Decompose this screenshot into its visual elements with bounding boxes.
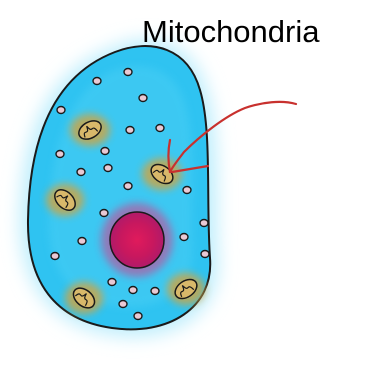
granule xyxy=(201,251,209,258)
granule xyxy=(129,287,137,294)
granule xyxy=(104,165,112,172)
granule xyxy=(101,148,109,155)
granule xyxy=(156,125,164,132)
granule xyxy=(56,151,64,158)
granule xyxy=(139,95,147,102)
granule xyxy=(108,279,116,286)
granule xyxy=(134,313,142,320)
granule xyxy=(126,127,134,134)
granule xyxy=(100,210,108,217)
granule xyxy=(51,253,59,260)
granule xyxy=(124,183,132,190)
granule xyxy=(119,301,127,308)
granule xyxy=(151,288,159,295)
granule xyxy=(78,238,86,245)
granule xyxy=(200,220,208,227)
granule xyxy=(180,234,188,241)
granule xyxy=(57,107,65,114)
granule xyxy=(183,187,191,194)
granule xyxy=(93,78,101,85)
nucleus xyxy=(110,212,164,268)
granule xyxy=(124,69,132,76)
mitochondria-label: Mitochondria xyxy=(142,14,320,49)
granule xyxy=(77,169,85,176)
